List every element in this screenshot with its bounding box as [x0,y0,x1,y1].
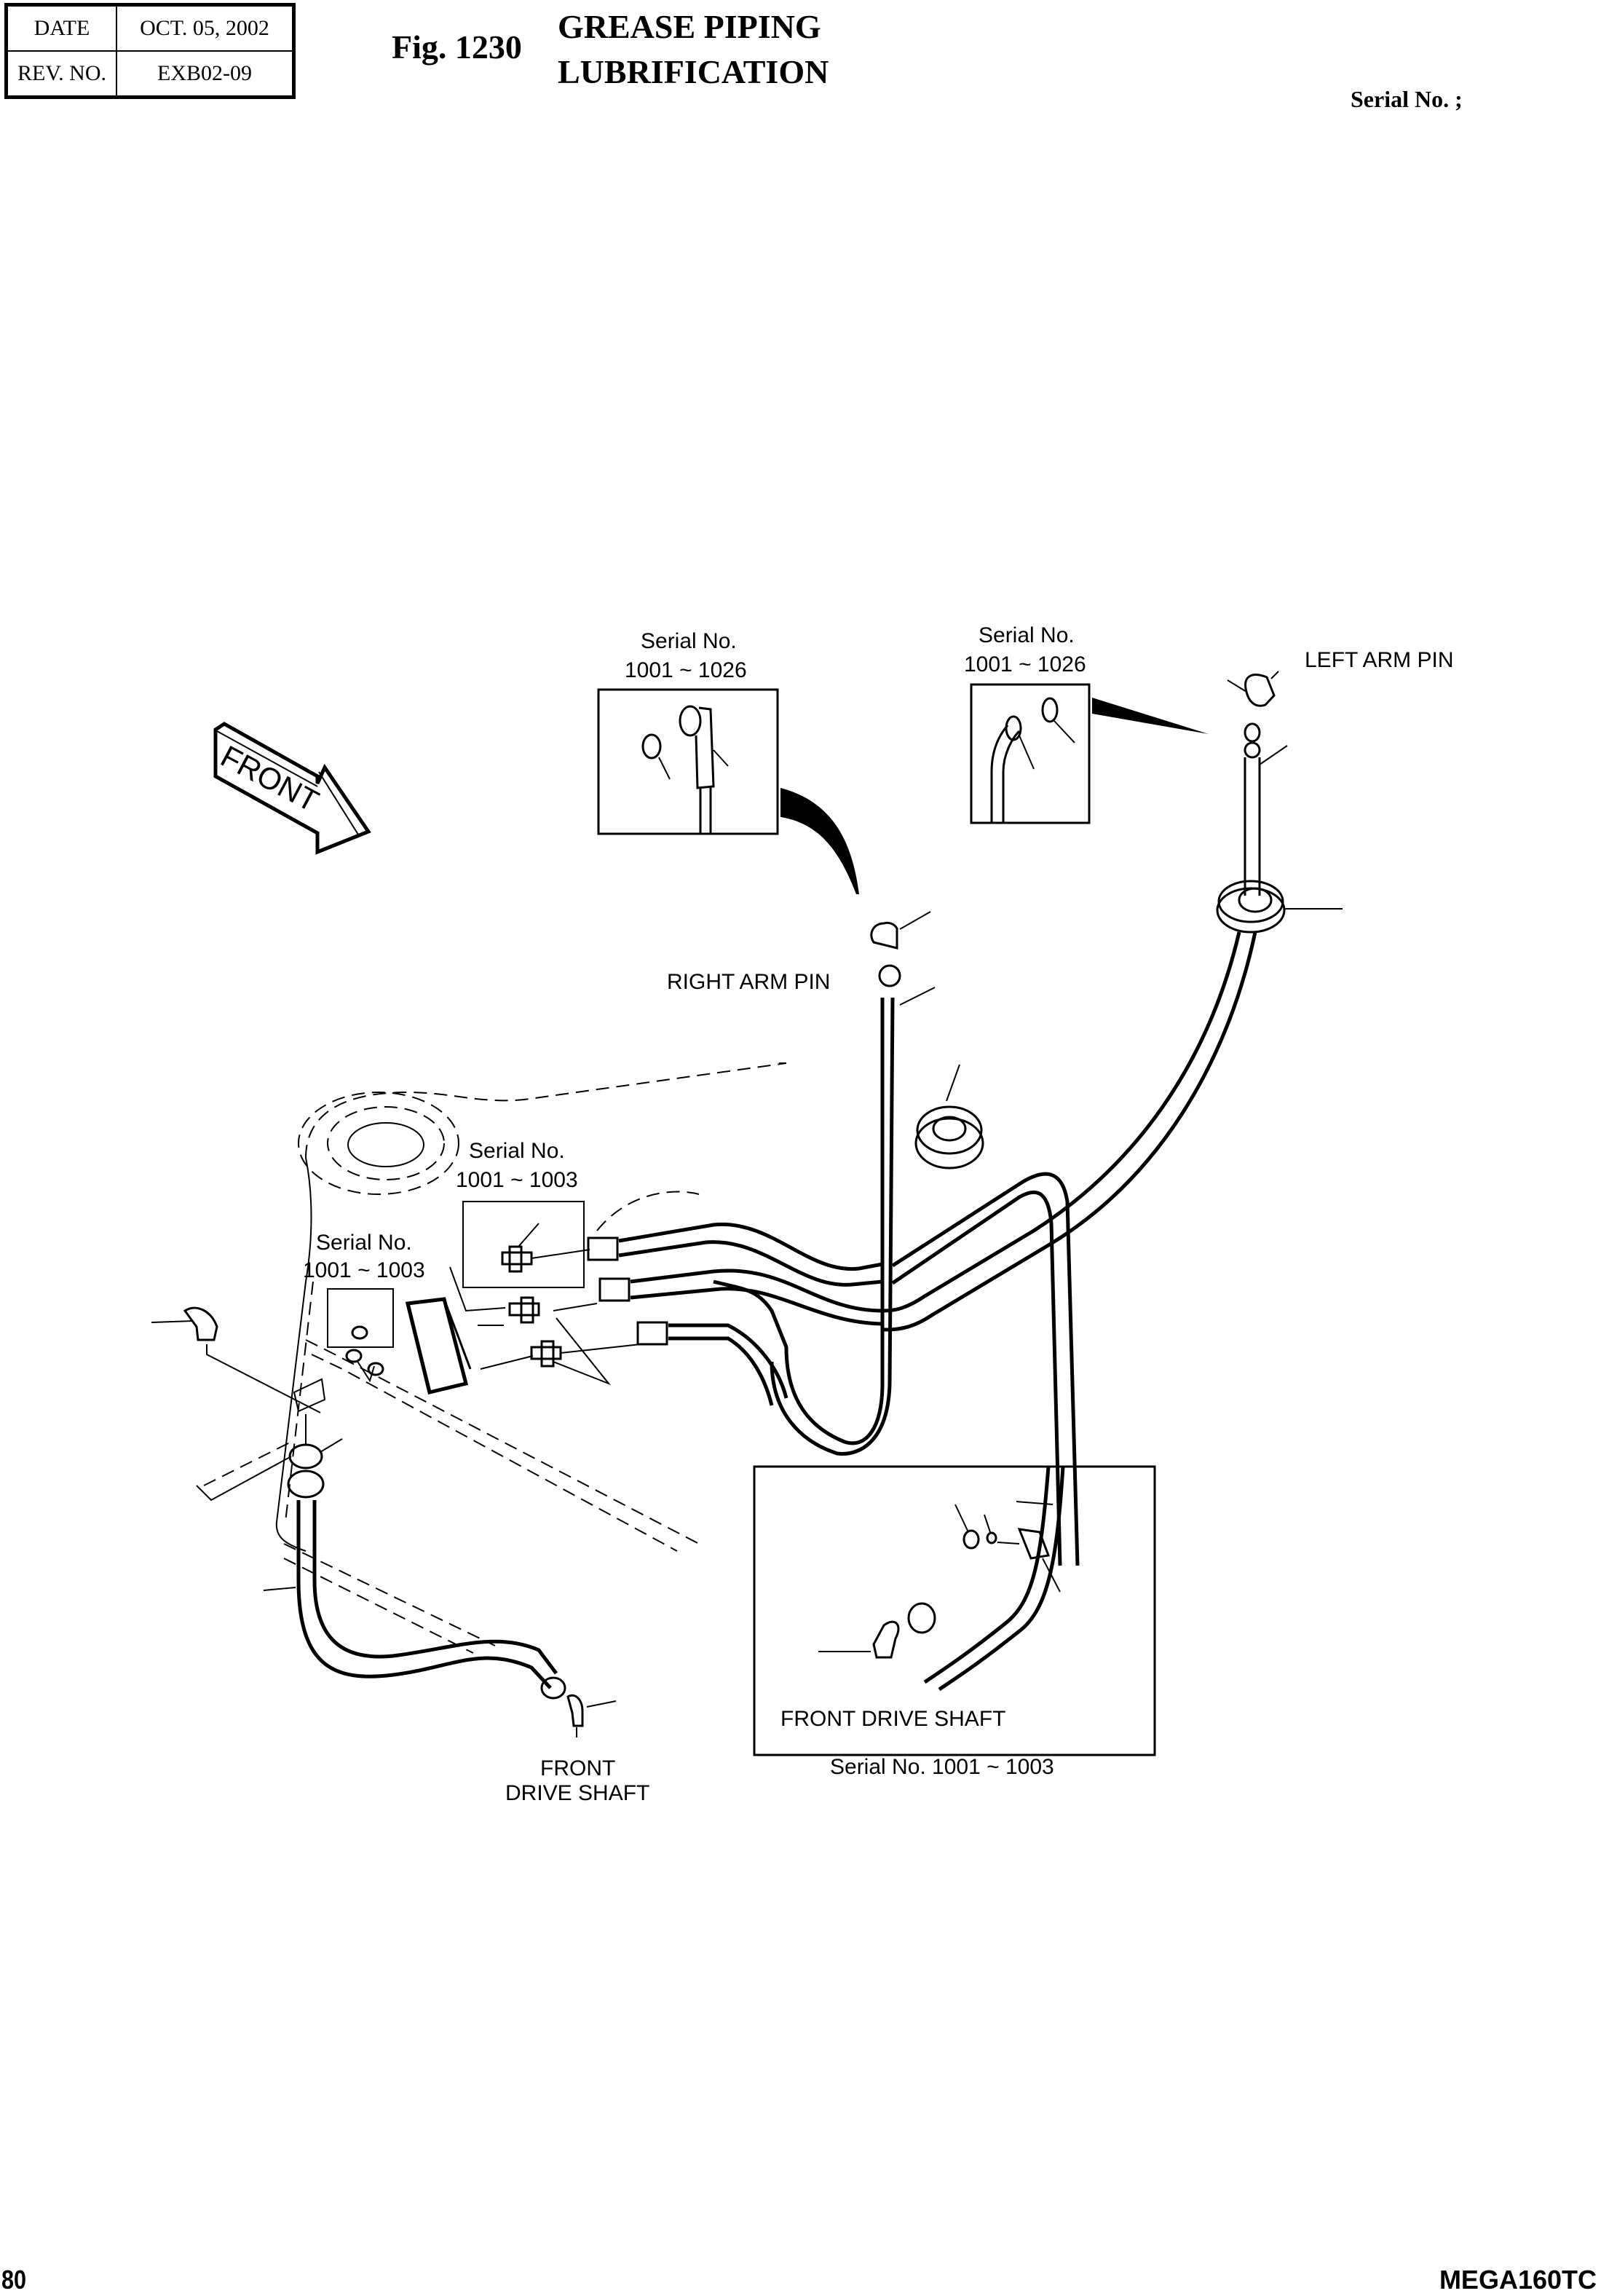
model-name: MEGA160TC [1439,2265,1597,2295]
rev-value: EXB02-09 [116,50,295,98]
inset-pointer [780,788,859,894]
front-drive-shaft-label-line2: DRIVE SHAFT [505,1781,649,1805]
title-line-1: GREASE PIPING [558,8,821,45]
figure-number: Fig. 1230 [392,28,522,66]
inset-bottom-serial: Serial No. 1001 ~ 1003 [830,1755,1054,1779]
inset-top-right-range: 1001 ~ 1026 [964,652,1086,676]
page-title: GREASE PIPING LUBRIFICATION [558,4,829,95]
grease-nipple-icon [345,1325,384,1383]
hose-bundle [587,1172,1080,1566]
elbow-fitting-icon [566,1694,617,1737]
distribution-block: Serial No. 1001 ~ 1003 Serial No. 1001 ~… [303,1139,641,1395]
adapter-fitting-icon [508,1296,540,1324]
block-inset-lower-serial: Serial No. [316,1231,412,1255]
grommet-upper-icon [1216,880,1343,934]
front-drive-shaft-hose: FRONT DRIVE SHAFT [151,1306,649,1805]
title-line-2: LUBRIFICATION [558,53,829,90]
right-arm-pin-assembly: RIGHT ARM PIN [667,911,936,1456]
inset-front-drive-shaft: FRONT DRIVE SHAFT Serial No. 1001 ~ 1003 [753,1465,1156,1779]
block-inset-upper-serial: Serial No. [469,1139,565,1163]
left-arm-hose [882,931,1241,1313]
revision-table: DATE OCT. 05, 2002 REV. NO. EXB02-09 [4,3,296,99]
inset-top-left: Serial No. 1001 ~ 1026 [597,629,859,894]
block-inset-upper-range: 1001 ~ 1003 [456,1168,578,1192]
right-arm-pin-label: RIGHT ARM PIN [667,970,830,994]
front-drive-shaft-label-line1: FRONT [540,1756,615,1780]
inset-bottom-label: FRONT DRIVE SHAFT [780,1707,1005,1731]
hose-fitting-icon [990,697,1075,823]
elbow-fitting-icon [818,1620,900,1659]
inset-top-left-serial: Serial No. [641,629,737,653]
left-arm-pin-label: LEFT ARM PIN [1305,648,1454,672]
elbow-fitting-icon [679,705,729,834]
block-inset-lower-range: 1001 ~ 1003 [303,1258,425,1282]
elbow-fitting-icon [151,1306,321,1413]
left-arm-hose-inner [882,931,1257,1332]
machine-outline [196,1062,787,1654]
inset-top-right-serial: Serial No. [979,623,1075,647]
inset-top-left-range: 1001 ~ 1026 [625,658,747,682]
date-label: DATE [5,4,117,52]
grease-nipple-icon [641,733,671,780]
date-value: OCT. 05, 2002 [116,4,295,52]
grommet-loose-icon [914,1064,984,1169]
serial-number-label: Serial No. ; [1351,86,1463,112]
left-arm-pin-assembly: LEFT ARM PIN [1227,648,1454,896]
rev-label: REV. NO. [5,50,117,98]
adapter-fitting-icon [530,1317,612,1386]
adapter-fitting-icon [501,1223,539,1273]
inset-top-right: Serial No. 1001 ~ 1026 [964,623,1209,824]
page-number: 80 [1,2265,27,2295]
front-arrow-icon: FRONT [213,722,371,855]
inset-pointer [1092,698,1209,734]
